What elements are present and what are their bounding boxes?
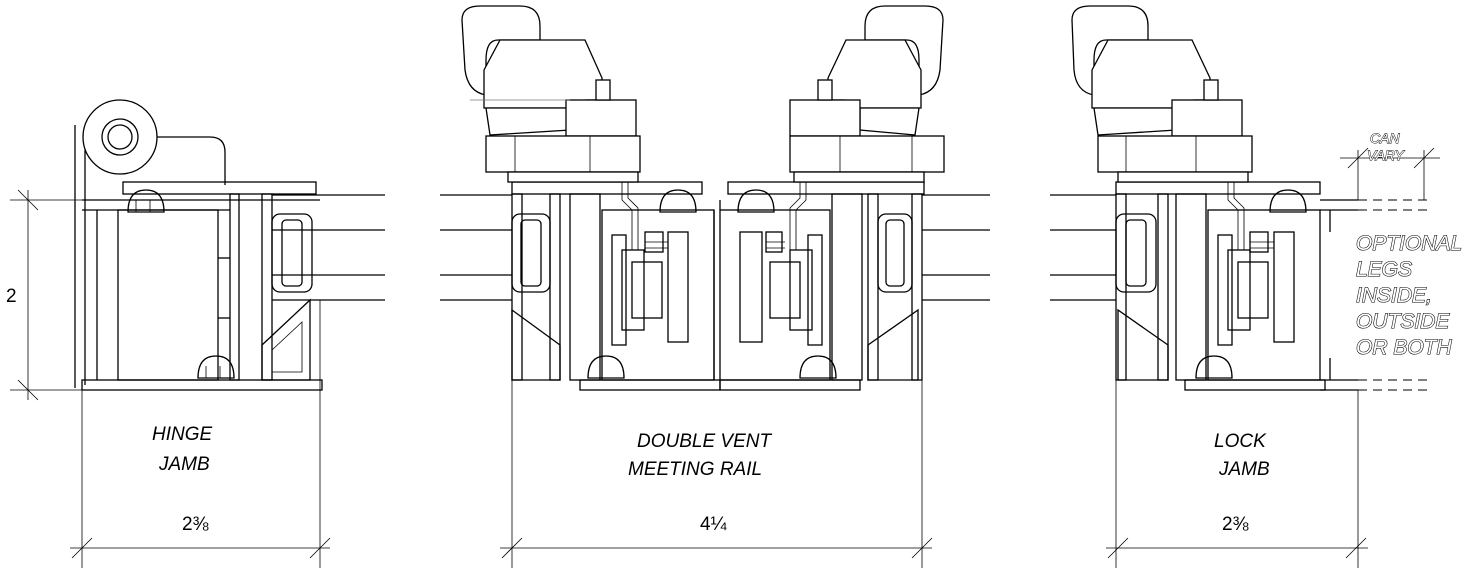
can-vary-line1: CAN bbox=[1370, 130, 1400, 146]
optional-legs-line3: INSIDE, bbox=[1356, 284, 1432, 307]
can-vary-dimension: CAN VARY bbox=[1340, 130, 1440, 169]
hinge-icon bbox=[74, 99, 226, 388]
hinge-jamb-section bbox=[74, 99, 385, 568]
hinge-width-label: 2⅜ bbox=[182, 514, 209, 535]
optional-legs-note: OPTIONAL LEGS INSIDE, OUTSIDE OR BOTH bbox=[1355, 231, 1462, 359]
meeting-width-label: 4¼ bbox=[700, 514, 728, 535]
height-dimension: 2 bbox=[6, 189, 82, 401]
optional-legs-line2: LEGS bbox=[1356, 258, 1412, 281]
hinge-label-line2: JAMB bbox=[158, 454, 210, 475]
height-dim-label: 2 bbox=[6, 286, 17, 307]
optional-legs-line1: OPTIONAL bbox=[1356, 232, 1462, 255]
operator-handle-left bbox=[461, 5, 641, 183]
meeting-rail-section bbox=[440, 170, 990, 568]
meeting-width-dimension: 4¼ bbox=[500, 514, 933, 559]
lock-jamb-section bbox=[1050, 150, 1430, 568]
optional-legs-line5: OR BOTH bbox=[1356, 336, 1453, 359]
lock-label-line2: JAMB bbox=[1218, 459, 1270, 480]
can-vary-line2: VARY bbox=[1367, 147, 1405, 163]
lock-label-line1: LOCK bbox=[1214, 431, 1267, 452]
operator-handle-right bbox=[789, 5, 945, 183]
lock-width-dimension: 2⅜ bbox=[1106, 514, 1368, 559]
meeting-label-line1: DOUBLE VENT bbox=[637, 431, 772, 452]
hinge-width-dimension: 2⅜ bbox=[70, 514, 331, 559]
meeting-label-line2: MEETING RAIL bbox=[628, 459, 762, 480]
lock-width-label: 2⅜ bbox=[1222, 514, 1249, 535]
hinge-label-line1: HINGE bbox=[152, 424, 213, 445]
operator-handle-lock bbox=[1071, 5, 1253, 183]
optional-legs-line4: OUTSIDE bbox=[1356, 310, 1450, 333]
